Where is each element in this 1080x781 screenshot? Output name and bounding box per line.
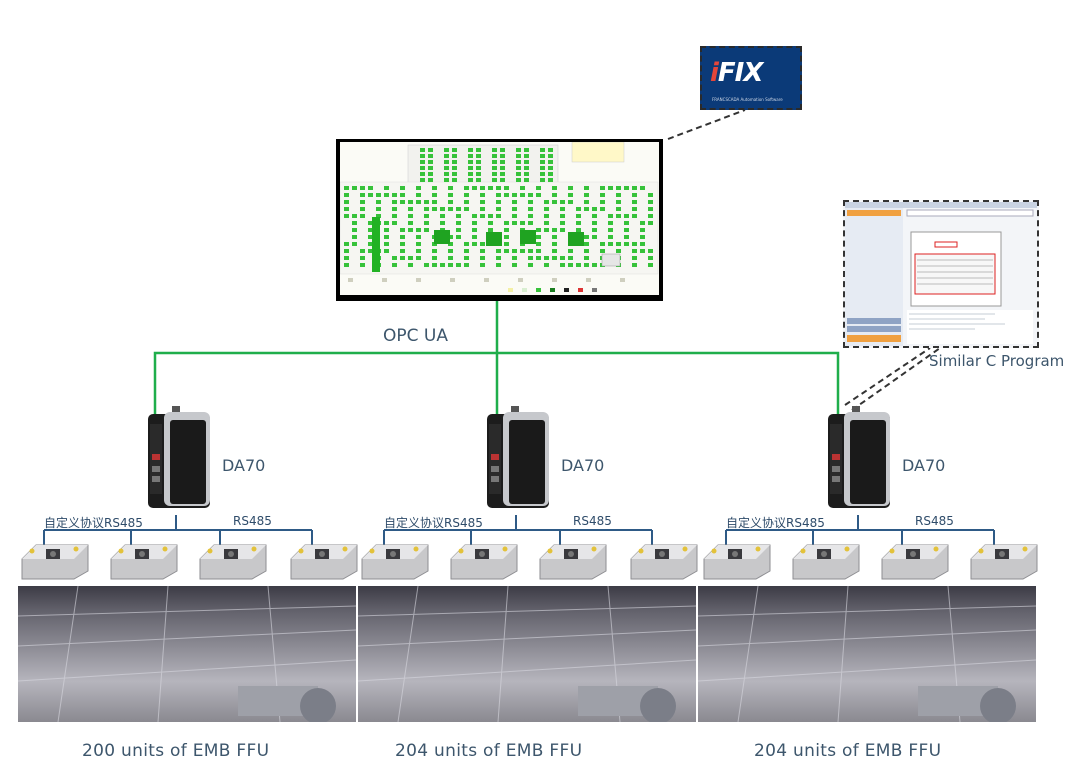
protocol-label-right: RS485 bbox=[915, 514, 954, 528]
protocol-label-left: 自定义协议RS485 bbox=[384, 516, 483, 530]
c-program-window-icon bbox=[843, 200, 1039, 348]
ffu-unit-icon bbox=[539, 544, 607, 580]
protocol-label-left: 自定义协议RS485 bbox=[44, 516, 143, 530]
ffu-count-caption: 200 units of EMB FFU bbox=[82, 741, 270, 761]
controller-label: DA70 bbox=[222, 456, 266, 475]
hmi-screen bbox=[340, 142, 659, 295]
ffu-count-caption: 204 units of EMB FFU bbox=[395, 741, 583, 761]
ffu-count-caption: 204 units of EMB FFU bbox=[754, 741, 942, 761]
hmi-grid bbox=[340, 142, 659, 292]
ifix-logo-icon: iFIX FRANCSCADA Automation Software bbox=[700, 46, 802, 110]
da70-controller-icon bbox=[828, 406, 890, 508]
opc-ua-label: OPC UA bbox=[383, 326, 448, 346]
controller-label: DA70 bbox=[902, 456, 946, 475]
cprog-link-line-1 bbox=[844, 347, 931, 406]
protocol-label-right: RS485 bbox=[573, 514, 612, 528]
protocol-label-left: 自定义协议RS485 bbox=[726, 516, 825, 530]
cleanroom-photo bbox=[357, 585, 697, 724]
cprog-link-line-2 bbox=[851, 347, 941, 411]
da70-controller-icon bbox=[148, 406, 210, 508]
cleanroom-photo bbox=[697, 585, 1037, 724]
ifix-link-line bbox=[667, 109, 746, 140]
da70-controller-icon bbox=[487, 406, 549, 508]
ffu-unit-icon bbox=[21, 544, 89, 580]
ffu-unit-icon bbox=[970, 544, 1038, 580]
ffu-unit-icon bbox=[199, 544, 267, 580]
ffu-unit-icon bbox=[881, 544, 949, 580]
controller-label: DA70 bbox=[561, 456, 605, 475]
hmi-monitor-icon bbox=[336, 139, 663, 301]
ifix-logo-text: iFIX bbox=[710, 58, 763, 88]
rs485-bus-1 bbox=[43, 515, 313, 545]
ffu-unit-icon bbox=[361, 544, 429, 580]
protocol-label-right: RS485 bbox=[233, 514, 272, 528]
ffu-unit-icon bbox=[290, 544, 358, 580]
cleanroom-photo bbox=[17, 585, 357, 724]
ffu-unit-icon bbox=[703, 544, 771, 580]
ffu-unit-icon bbox=[110, 544, 178, 580]
ffu-unit-icon bbox=[450, 544, 518, 580]
ifix-tagline: FRANCSCADA Automation Software bbox=[712, 97, 783, 102]
similar-c-program-label: Similar C Program bbox=[929, 352, 1065, 370]
ffu-unit-icon bbox=[630, 544, 698, 580]
rs485-bus-3 bbox=[725, 515, 995, 545]
rs485-bus-2 bbox=[383, 515, 653, 545]
c-program-screen bbox=[845, 202, 1037, 346]
ffu-unit-icon bbox=[792, 544, 860, 580]
